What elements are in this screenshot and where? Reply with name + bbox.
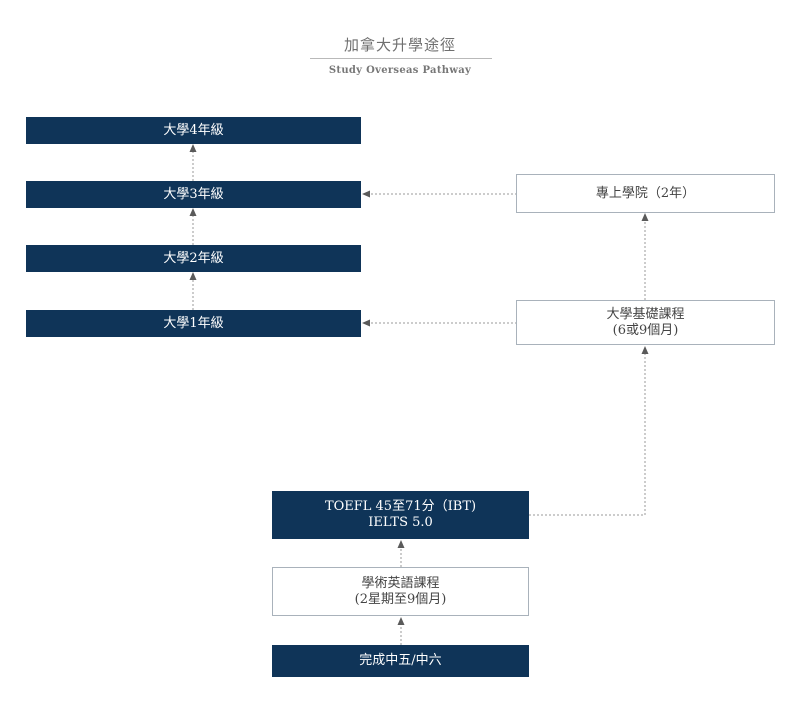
- node-language-toefl: TOEFL 45至71分（IBT): [324, 499, 477, 514]
- node-year-3-label: 大學3年級: [163, 186, 224, 202]
- node-foundation-duration: (6或9個月): [612, 322, 679, 338]
- node-language-ielts: IELTS 5.0: [368, 515, 433, 530]
- node-foundation-label: 大學基礎課程: [606, 306, 685, 322]
- node-eap-duration: (2星期至9個月): [354, 591, 447, 607]
- node-year-1-label: 大學1年級: [163, 315, 224, 331]
- node-college: 專上學院（2年）: [516, 174, 775, 213]
- node-language-requirement: TOEFL 45至71分（IBT) IELTS 5.0: [272, 491, 529, 539]
- node-eap-label: 學術英語課程: [361, 575, 440, 591]
- node-year-4-label: 大學4年級: [163, 122, 224, 138]
- title-divider: [310, 58, 492, 59]
- node-foundation: 大學基礎課程 (6或9個月): [516, 300, 775, 345]
- node-college-label: 專上學院（2年）: [595, 185, 696, 201]
- node-start: 完成中五/中六: [272, 645, 529, 677]
- node-year-3: 大學3年級: [26, 181, 361, 208]
- arrow-language-to-foundation: [529, 346, 649, 516]
- node-year-2-label: 大學2年級: [163, 250, 224, 266]
- node-year-4: 大學4年級: [26, 117, 361, 144]
- diagram-subtitle: Study Overseas Pathway: [328, 65, 472, 76]
- node-year-2: 大學2年級: [26, 245, 361, 272]
- diagram-title: 加拿大升學途徑: [343, 36, 456, 54]
- node-eap: 學術英語課程 (2星期至9個月): [272, 567, 529, 616]
- node-year-1: 大學1年級: [26, 310, 361, 337]
- node-start-label: 完成中五/中六: [359, 653, 442, 668]
